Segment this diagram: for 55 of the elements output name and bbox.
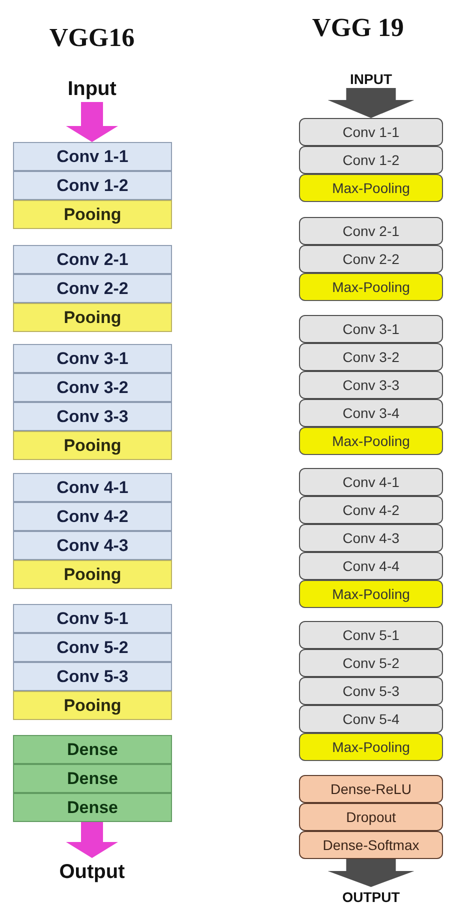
conv-layer-block: Conv 5-2 xyxy=(13,633,172,662)
conv-layer-block: Conv 3-3 xyxy=(299,371,443,399)
conv-layer-block: Conv 3-1 xyxy=(13,344,172,373)
pooling-layer-block: Pooing xyxy=(13,303,172,332)
conv-layer-block: Conv 5-1 xyxy=(299,621,443,649)
conv-layer-block: Conv 2-1 xyxy=(13,245,172,274)
conv-layer-block: Conv 3-2 xyxy=(299,343,443,371)
conv-layer-block: Conv 1-2 xyxy=(299,146,443,174)
pooling-layer-block: Pooing xyxy=(13,691,172,720)
conv-layer-block: Conv 5-2 xyxy=(299,649,443,677)
arrow xyxy=(328,859,414,887)
conv-layer-block: Conv 4-3 xyxy=(13,531,172,560)
pooling-layer-block: Pooing xyxy=(13,200,172,229)
pooling-layer-block: Max-Pooling xyxy=(299,733,443,761)
dense-layer-block: Dense-ReLU xyxy=(299,775,443,803)
conv-layer-block: Conv 5-4 xyxy=(299,705,443,733)
conv-layer-block: Conv 2-2 xyxy=(13,274,172,303)
conv-layer-block: Conv 2-2 xyxy=(299,245,443,273)
arrow xyxy=(328,88,414,118)
pooling-layer-block: Pooing xyxy=(13,431,172,460)
arrow xyxy=(66,102,118,142)
conv-layer-block: Conv 4-2 xyxy=(13,502,172,531)
arrow xyxy=(66,822,118,858)
pooling-layer-block: Pooing xyxy=(13,560,172,589)
conv-layer-block: Conv 1-2 xyxy=(13,171,172,200)
column-title: VGG 19 xyxy=(311,12,405,44)
dense-layer-block: Dense xyxy=(13,735,172,764)
pooling-layer-block: Max-Pooling xyxy=(299,174,443,202)
conv-layer-block: Conv 4-3 xyxy=(299,524,443,552)
flow-label: Output xyxy=(42,858,142,886)
conv-layer-block: Conv 4-2 xyxy=(299,496,443,524)
conv-layer-block: Conv 5-3 xyxy=(299,677,443,705)
pooling-layer-block: Max-Pooling xyxy=(299,427,443,455)
dense-layer-block: Dense xyxy=(13,793,172,822)
conv-layer-block: Conv 3-2 xyxy=(13,373,172,402)
flow-label: Input xyxy=(42,76,142,102)
conv-layer-block: Conv 2-1 xyxy=(299,217,443,245)
conv-layer-block: Conv 1-1 xyxy=(13,142,172,171)
conv-layer-block: Conv 4-4 xyxy=(299,552,443,580)
dense-layer-block: Dense-Softmax xyxy=(299,831,443,859)
conv-layer-block: Conv 1-1 xyxy=(299,118,443,146)
conv-layer-block: Conv 4-1 xyxy=(13,473,172,502)
flow-label: INPUT xyxy=(326,70,416,88)
conv-layer-block: Conv 5-3 xyxy=(13,662,172,691)
conv-layer-block: Conv 5-1 xyxy=(13,604,172,633)
pooling-layer-block: Max-Pooling xyxy=(299,273,443,301)
dense-layer-block: Dense xyxy=(13,764,172,793)
conv-layer-block: Conv 3-1 xyxy=(299,315,443,343)
conv-layer-block: Conv 4-1 xyxy=(299,468,443,496)
flow-label: OUTPUT xyxy=(326,887,416,906)
pooling-layer-block: Max-Pooling xyxy=(299,580,443,608)
column-title: VGG16 xyxy=(48,22,136,54)
dense-layer-block: Dropout xyxy=(299,803,443,831)
conv-layer-block: Conv 3-3 xyxy=(13,402,172,431)
conv-layer-block: Conv 3-4 xyxy=(299,399,443,427)
